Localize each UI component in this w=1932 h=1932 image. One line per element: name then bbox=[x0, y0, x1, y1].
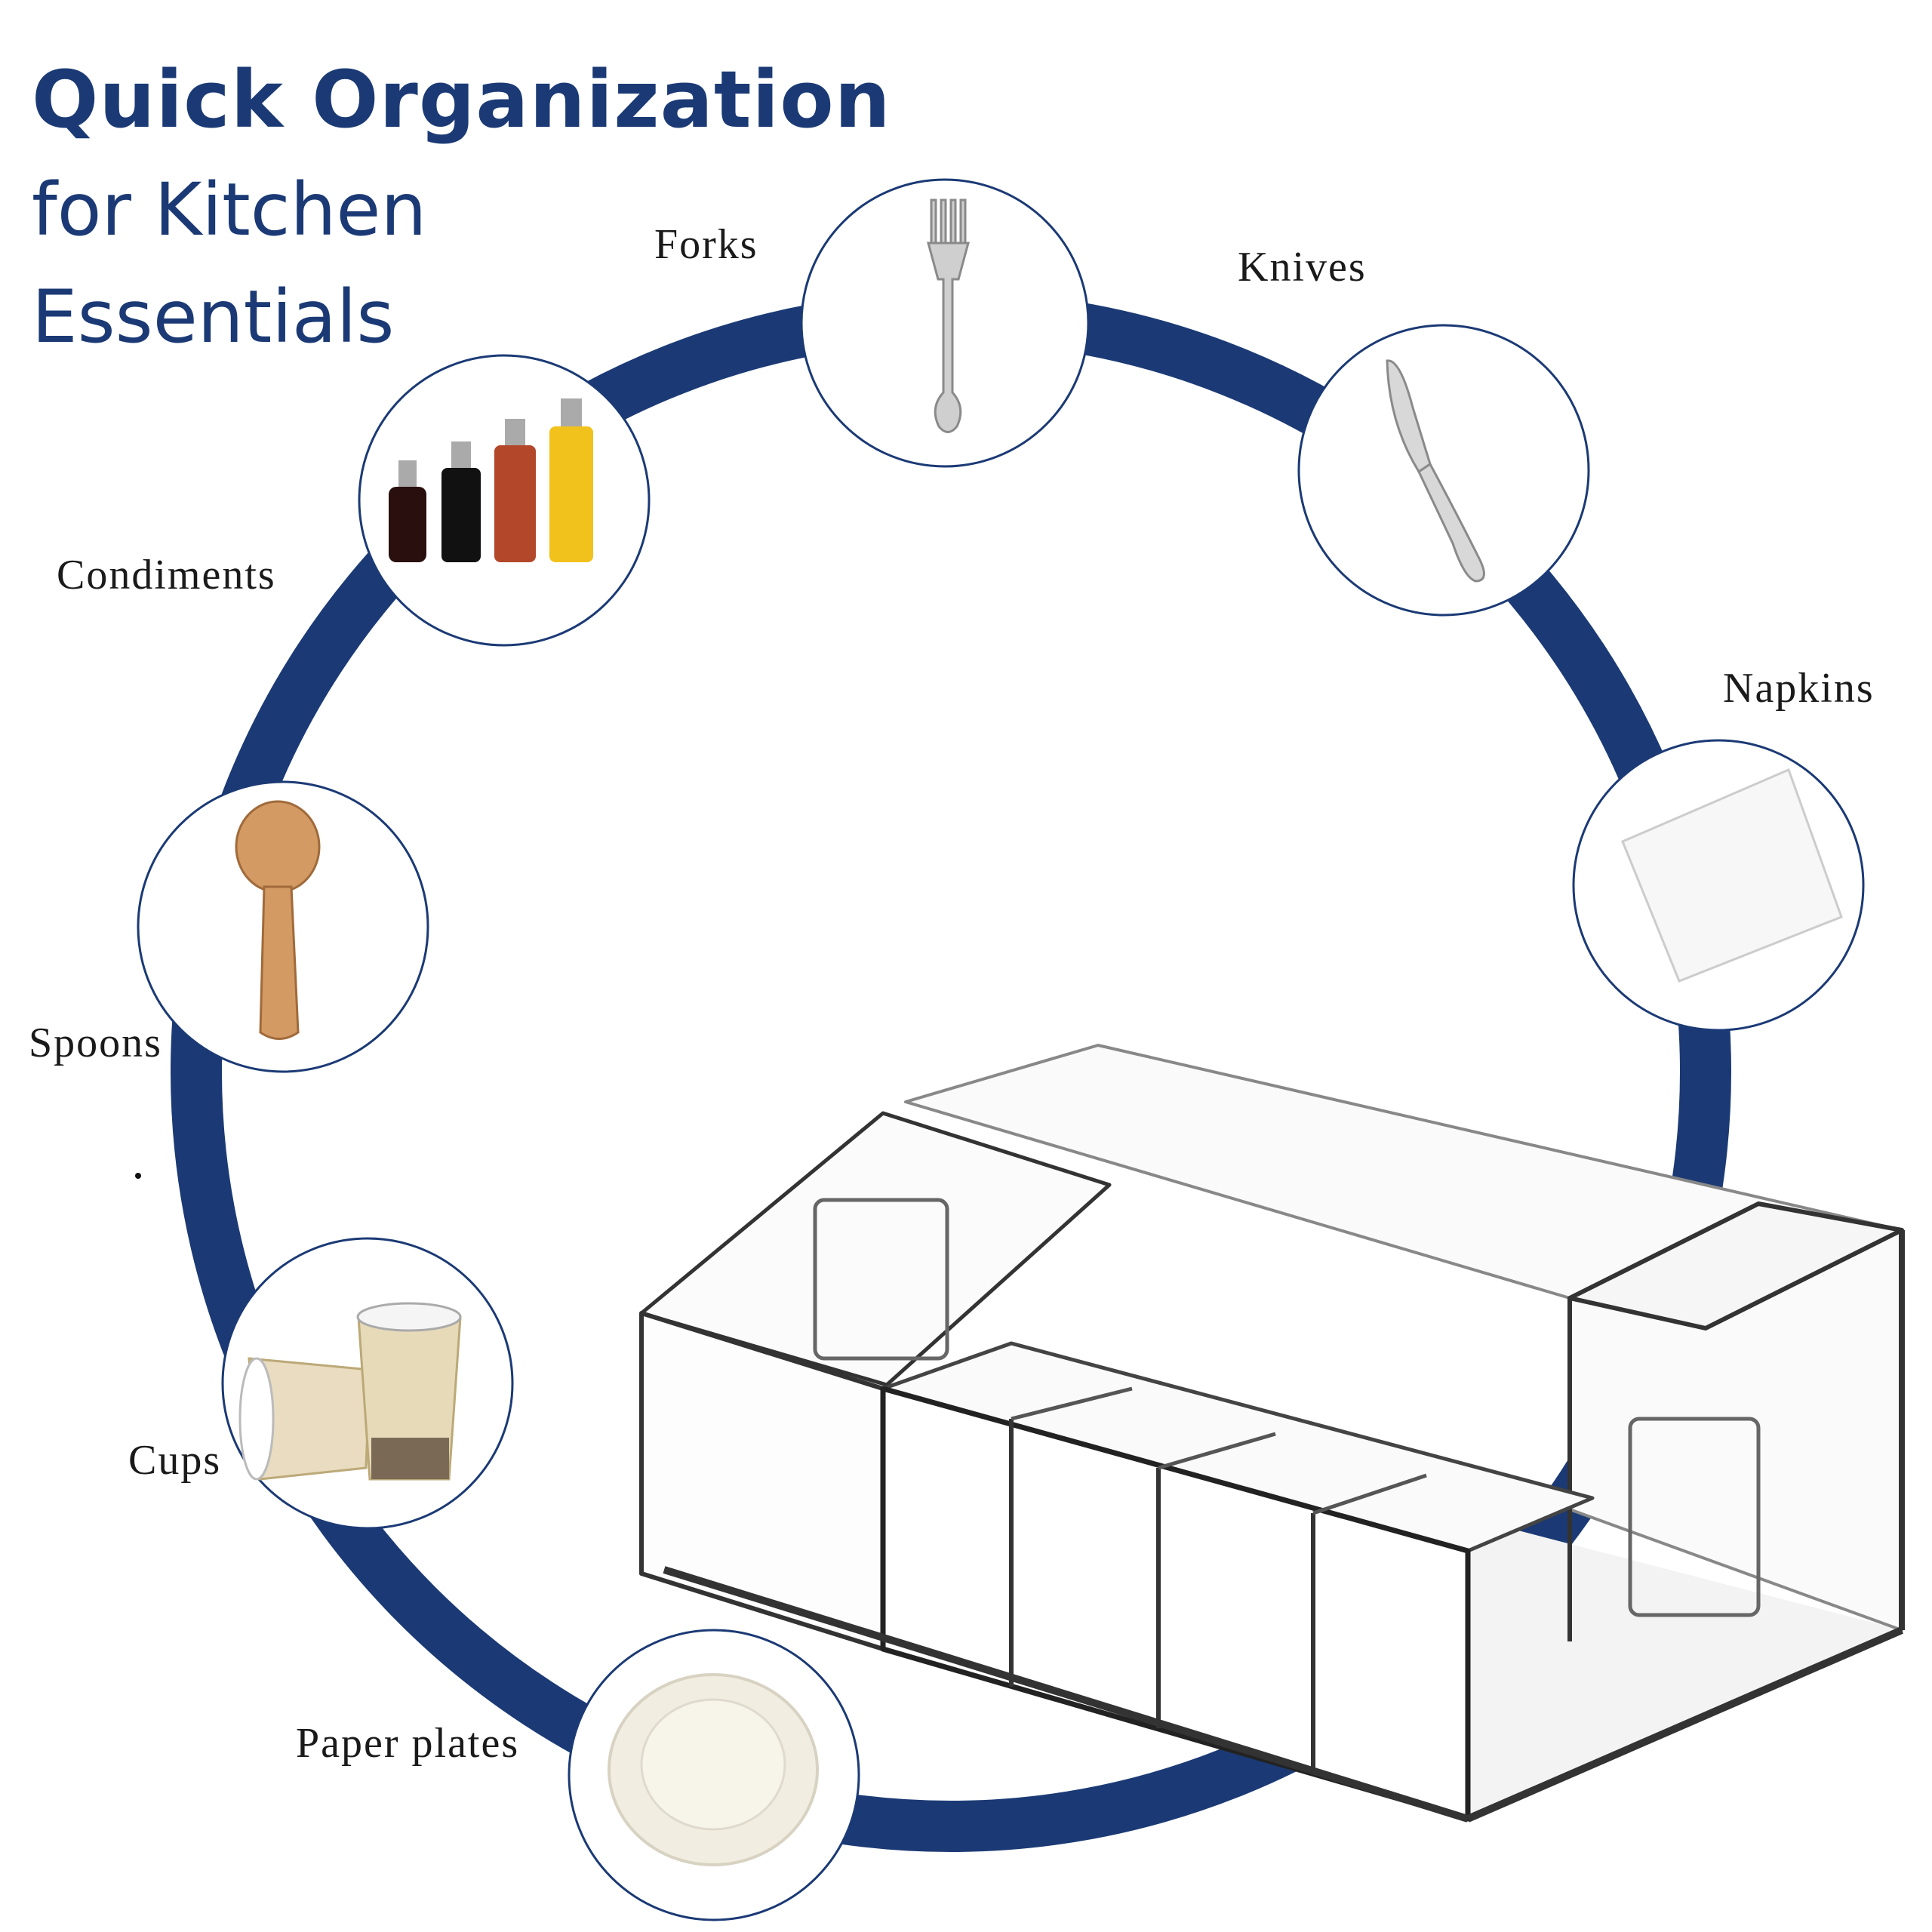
label-paper-plates: Paper plates bbox=[296, 1720, 520, 1767]
title-line-3: Essentials bbox=[32, 275, 395, 359]
napkin-icon bbox=[1621, 768, 1843, 983]
item-forks bbox=[800, 178, 1090, 468]
item-paper-plates bbox=[568, 1629, 860, 1921]
item-knives bbox=[1297, 324, 1590, 617]
acrylic-organizer bbox=[639, 1044, 1905, 1823]
label-cups: Cups bbox=[128, 1437, 222, 1484]
paper-plate-icon bbox=[608, 1673, 819, 1866]
label-napkins: Napkins bbox=[1723, 665, 1875, 712]
title-line-1: Quick Organization bbox=[32, 54, 891, 146]
fork-icon bbox=[927, 198, 970, 433]
label-condiments: Condiments bbox=[57, 552, 276, 598]
wooden-spoon-icon bbox=[235, 800, 321, 1040]
item-condiments bbox=[358, 354, 651, 647]
label-forks: Forks bbox=[654, 221, 758, 268]
label-knives: Knives bbox=[1238, 244, 1367, 291]
knife-icon bbox=[1386, 359, 1485, 583]
stray-dot bbox=[135, 1173, 141, 1179]
title-line-2: for Kitchen bbox=[32, 168, 427, 252]
page-title: Quick Organization for Kitchen Essential… bbox=[32, 60, 891, 353]
paper-cups-icon bbox=[238, 1302, 462, 1481]
item-cups bbox=[221, 1237, 514, 1530]
item-napkins bbox=[1572, 739, 1865, 1032]
item-spoons bbox=[137, 780, 429, 1073]
label-spoons: Spoons bbox=[29, 1020, 162, 1066]
condiment-bottles-icon bbox=[389, 398, 593, 562]
